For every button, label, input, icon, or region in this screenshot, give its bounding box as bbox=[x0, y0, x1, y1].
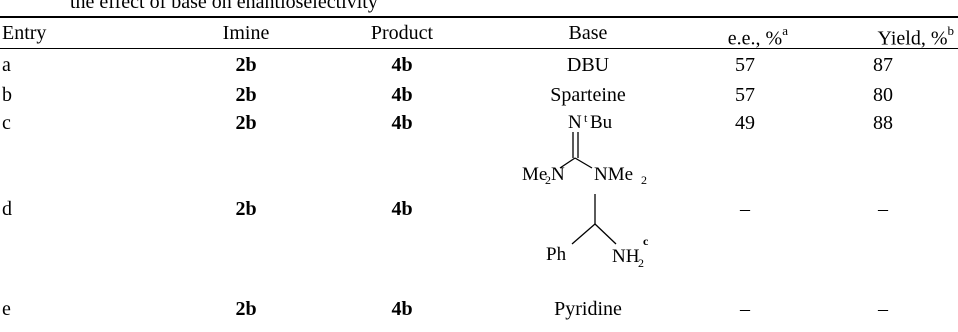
header-entry: Entry bbox=[2, 22, 47, 44]
table-row-c: c 2b 4b 49 88 bbox=[0, 110, 958, 136]
guanidine-tbu-sup: t bbox=[584, 111, 588, 125]
cell-imine: 2b bbox=[235, 198, 257, 220]
cell-entry: d bbox=[2, 198, 12, 220]
table-row-e: e 2b 4b Pyridine – – bbox=[0, 296, 958, 322]
guanidine-me: Me bbox=[522, 164, 547, 185]
cell-imine: 2b bbox=[235, 54, 257, 76]
guanidine-nme: NMe bbox=[594, 164, 633, 185]
guanidine-tbu: Bu bbox=[590, 112, 613, 133]
guanidine-n-left: N bbox=[551, 164, 565, 185]
cell-ee: 49 bbox=[735, 112, 755, 134]
cell-yield: – bbox=[878, 198, 888, 220]
guanidine-structure: N t Bu Me 2 N NMe 2 bbox=[522, 111, 647, 187]
top-rule bbox=[0, 16, 958, 18]
header-rule bbox=[0, 48, 958, 49]
cell-yield: 87 bbox=[873, 54, 893, 76]
header-base: Base bbox=[568, 22, 608, 44]
table-caption: the effect of base on enantioselectivity bbox=[70, 0, 378, 13]
cell-entry: a bbox=[2, 54, 11, 76]
table-row-b: b 2b 4b Sparteine 57 80 bbox=[0, 82, 958, 108]
header-product: Product bbox=[370, 22, 434, 44]
footnote-b: b bbox=[947, 23, 955, 38]
cell-product: 4b bbox=[391, 54, 413, 76]
cell-base: Sparteine bbox=[550, 84, 626, 106]
header-imine: Imine bbox=[222, 22, 270, 44]
cell-product: 4b bbox=[391, 112, 413, 134]
header-yield: Yield, %b bbox=[877, 23, 955, 50]
header-ee: e.e., %a bbox=[727, 23, 788, 50]
cell-imine: 2b bbox=[235, 112, 257, 134]
cell-base: DBU bbox=[566, 54, 610, 76]
cell-yield: – bbox=[878, 298, 888, 320]
cell-product: 4b bbox=[391, 84, 413, 106]
cell-entry: e bbox=[2, 298, 11, 320]
cell-entry: c bbox=[2, 112, 11, 134]
table-row-d: d 2b 4b – – bbox=[0, 196, 958, 222]
amine-nh-sub: 2 bbox=[638, 256, 644, 270]
cell-ee: – bbox=[740, 298, 750, 320]
cell-yield: 88 bbox=[873, 112, 893, 134]
cell-product: 4b bbox=[391, 198, 413, 220]
table-row-a: a 2b 4b DBU 57 87 bbox=[0, 52, 958, 78]
cell-ee: 57 bbox=[735, 84, 755, 106]
cell-base: Pyridine bbox=[554, 298, 622, 320]
amine-ph: Ph bbox=[546, 244, 567, 265]
guanidine-me-sub: 2 bbox=[545, 173, 551, 187]
footnote-a: a bbox=[782, 23, 788, 38]
cell-entry: b bbox=[2, 84, 12, 106]
cell-imine: 2b bbox=[235, 298, 257, 320]
amine-nh: NH bbox=[612, 246, 640, 267]
cell-ee: 57 bbox=[735, 54, 755, 76]
footnote-c: c bbox=[643, 234, 649, 248]
guanidine-nme-sub: 2 bbox=[641, 173, 647, 187]
table-header: Entry Imine Product Base e.e., %a Yield,… bbox=[0, 20, 958, 50]
guanidine-n-top: N bbox=[568, 112, 582, 133]
cell-yield: 80 bbox=[873, 84, 893, 106]
cell-product: 4b bbox=[391, 298, 413, 320]
amine-structure: Ph NH 2 c bbox=[546, 194, 649, 270]
cell-ee: – bbox=[740, 198, 750, 220]
cell-imine: 2b bbox=[235, 84, 257, 106]
